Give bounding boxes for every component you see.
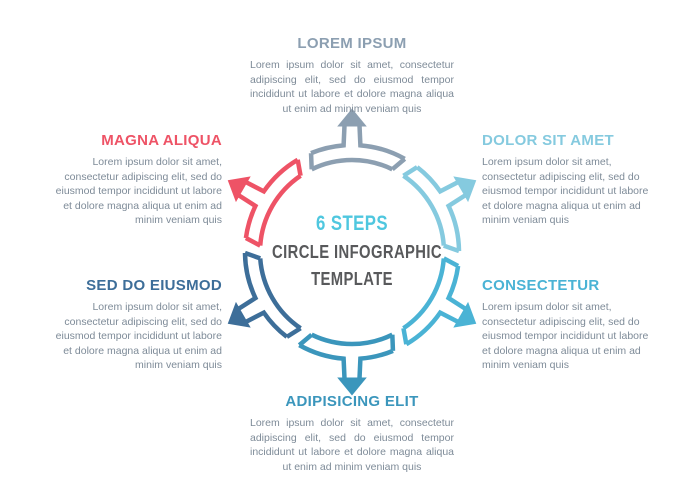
- section-top: LOREM IPSUM Lorem ipsum dolor sit amet, …: [250, 36, 454, 116]
- center-title-line3: TEMPLATE: [311, 268, 393, 289]
- section-body: Lorem ipsum dolor sit amet, consectetur …: [482, 301, 649, 371]
- section-bottom-right: CONSECTETUR Lorem ipsum dolor sit amet, …: [482, 278, 660, 373]
- section-body: Lorem ipsum dolor sit amet, consectetur …: [250, 417, 454, 473]
- section-title: CONSECTETUR: [482, 277, 600, 294]
- segment-arrow-top: [311, 109, 405, 170]
- section-bottom: ADIPISICING ELIT Lorem ipsum dolor sit a…: [250, 394, 454, 474]
- center-title-line2: CIRCLE INFOGRAPHIC: [272, 241, 442, 262]
- segment-arrow-bottom: [299, 335, 393, 396]
- section-title: SED DO EIUSMOD: [86, 277, 222, 294]
- center-title-steps: 6 STEPS: [316, 212, 388, 235]
- section-title: MAGNA ALIQUA: [101, 132, 222, 149]
- section-top-right: DOLOR SIT AMET Lorem ipsum dolor sit ame…: [482, 133, 660, 228]
- section-body: Lorem ipsum dolor sit amet, consectetur …: [55, 301, 222, 371]
- center-title-block: 6 STEPS CIRCLE INFOGRAPHIC TEMPLATE: [272, 210, 442, 292]
- section-body: Lorem ipsum dolor sit amet, consectetur …: [55, 156, 222, 226]
- section-title: LOREM IPSUM: [297, 35, 407, 52]
- section-body: Lorem ipsum dolor sit amet, consectetur …: [482, 156, 649, 226]
- section-title: ADIPISICING ELIT: [285, 393, 419, 410]
- section-title: DOLOR SIT AMET: [482, 132, 614, 149]
- section-body: Lorem ipsum dolor sit amet, consectetur …: [250, 59, 454, 115]
- section-top-left: MAGNA ALIQUA Lorem ipsum dolor sit amet,…: [44, 133, 222, 228]
- section-bottom-left: SED DO EIUSMOD Lorem ipsum dolor sit ame…: [44, 278, 222, 373]
